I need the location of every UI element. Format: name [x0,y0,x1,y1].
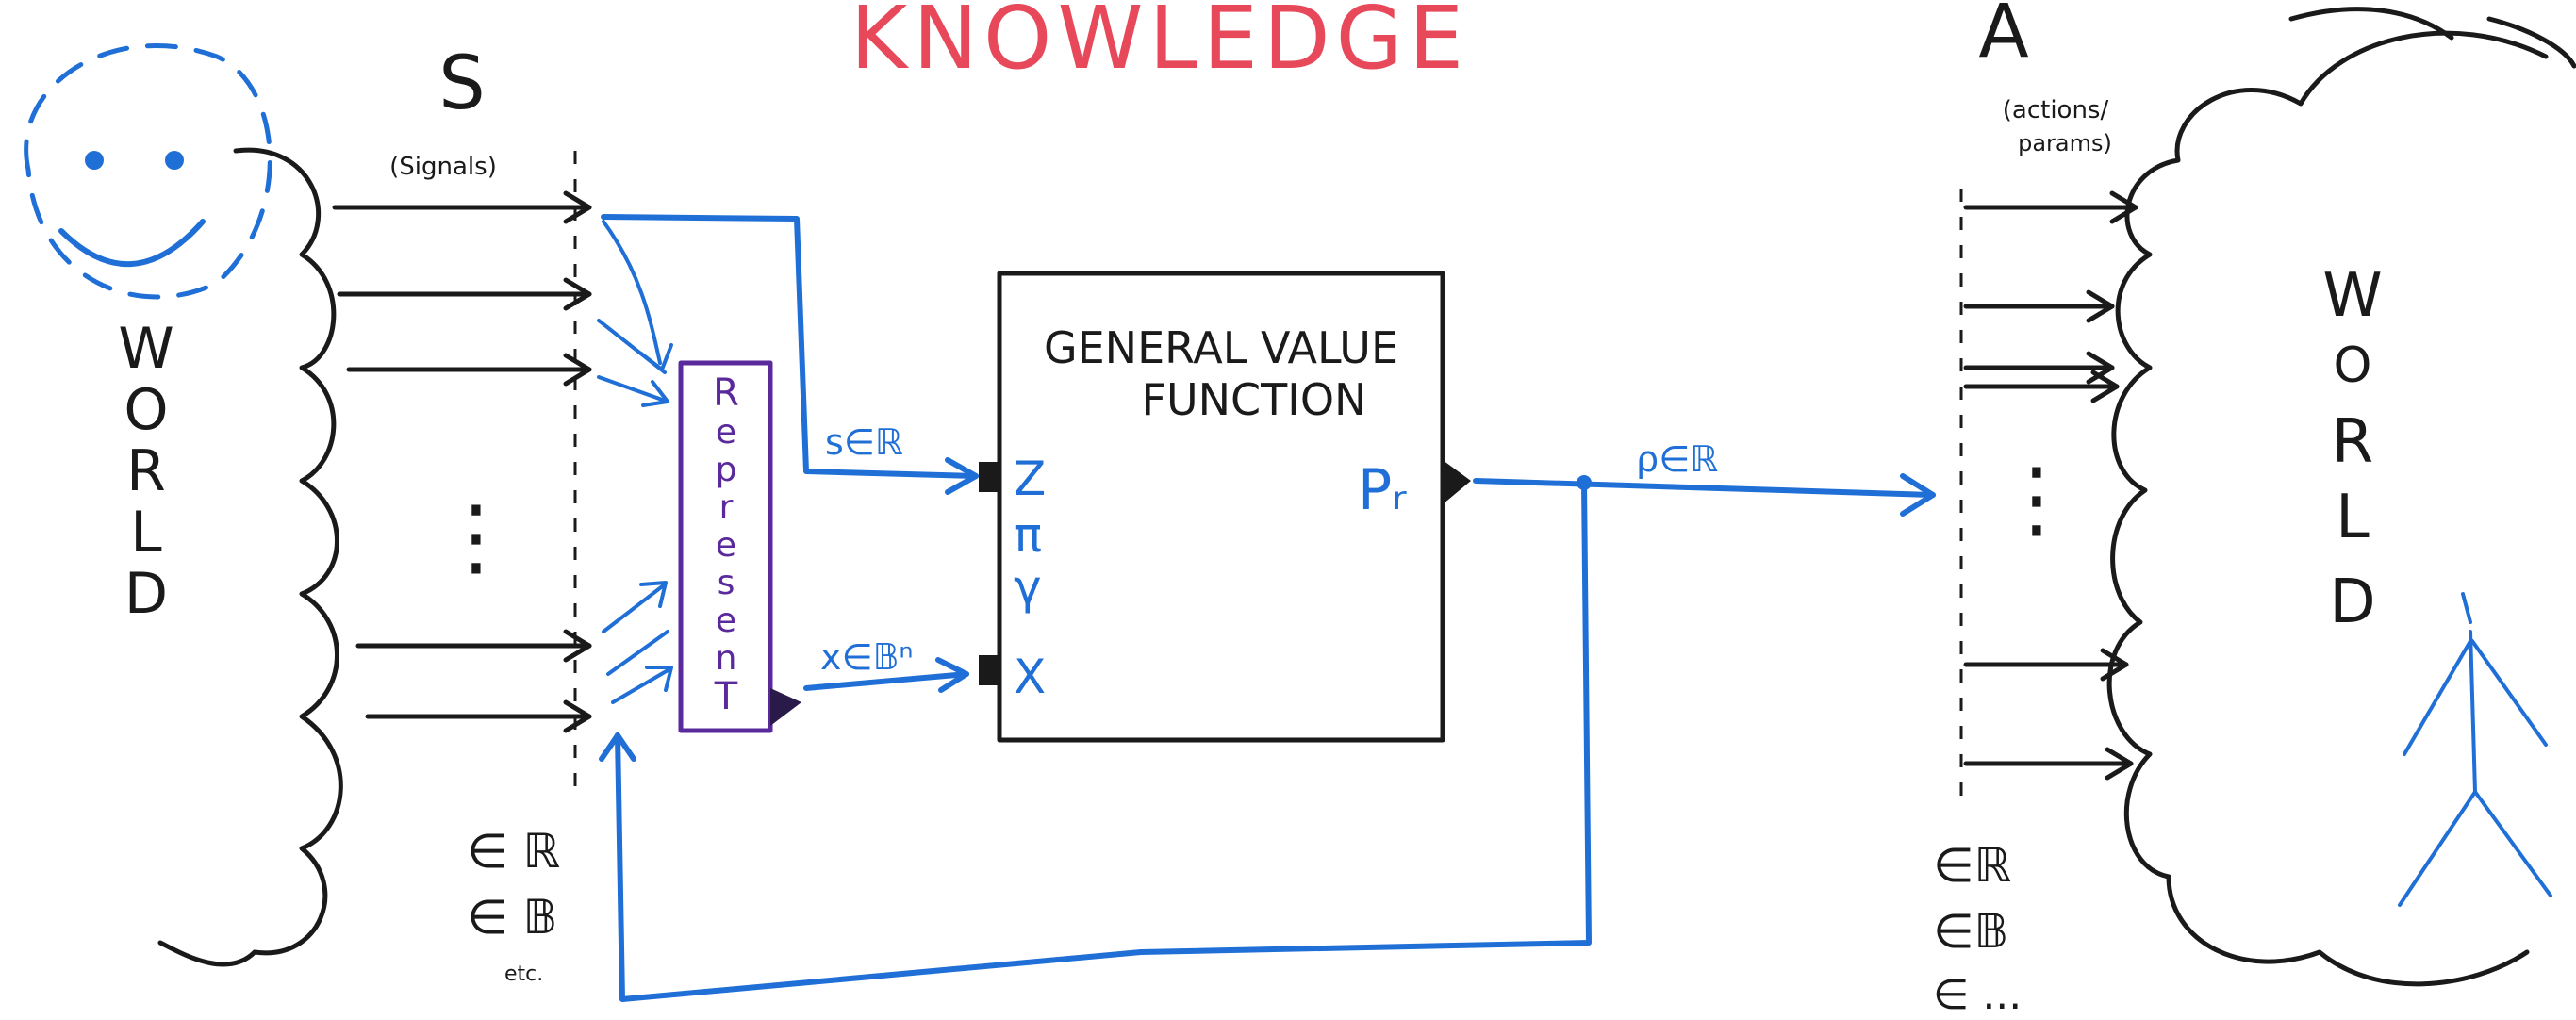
svg-text:L: L [130,500,162,566]
right-type-binary: ∈𝔹 [1933,904,2008,959]
right-type-more: ∈ ... [1933,971,2022,1019]
gvf-input-gamma: γ [1014,560,1042,615]
svg-text:r: r [719,488,734,527]
svg-text:O: O [2334,337,2372,394]
left-type-binary: ∈ 𝔹 [467,890,557,945]
svg-text:e: e [716,526,736,565]
gvf-input-pi: π [1014,508,1042,563]
svg-text:W: W [118,316,173,382]
represent-box: R e p r e s e n T [678,360,801,733]
left-type-real: ∈ ℝ [467,824,560,879]
x-path [803,671,969,691]
left-ellipsis: ⋮ [434,487,519,586]
svg-text:e: e [716,601,736,640]
title-knowledge: KNOWLEDGE [850,0,1469,89]
gvf-output-p: Pᵣ [1358,457,1407,523]
svg-text:T: T [714,675,738,718]
svg-text:D: D [2329,568,2375,637]
right-world-cloud [2106,30,2549,987]
gvf-input-x: X [1014,650,1046,704]
output-path [1473,478,1936,498]
x-label: x∈𝔹ⁿ [820,636,914,678]
svg-text:R: R [2332,407,2373,477]
gvf-title-line2: FUNCTION [1142,374,1367,425]
action-arrows [1963,190,2138,781]
s-label: s∈ℝ [825,421,903,463]
actions-letter: A [1978,0,2028,74]
svg-text:R: R [713,371,739,415]
signals-letter: S [438,41,486,126]
actions-caption-line1: (actions/ [2003,96,2109,124]
represent-input-arrows [597,220,673,704]
actions-caption-line2: params) [2018,130,2112,156]
stick-figure-icon [2398,592,2552,907]
left-world-label: W O R L D [118,316,173,627]
gvf-box: GENERAL VALUE FUNCTION Z π γ X Pᵣ [979,271,1471,743]
left-world-cloud [157,147,343,967]
gvf-input-z: Z [1014,452,1046,506]
svg-text:p: p [716,451,737,489]
svg-text:D: D [124,561,168,627]
right-type-real: ∈ℝ [1933,838,2011,893]
signals-caption: (Signals) [389,153,497,181]
left-type-etc: etc. [504,962,543,986]
smiley-icon [24,43,272,300]
svg-text:R: R [126,438,166,504]
s-path [601,214,979,479]
svg-text:e: e [716,413,736,452]
gvf-title-line1: GENERAL VALUE [1044,322,1398,373]
feedback-loop [615,480,1592,1002]
svg-text:O: O [124,377,168,443]
svg-text:W: W [2322,261,2382,331]
signal-arrows [332,190,592,733]
svg-text:L: L [2336,483,2370,552]
output-label: ρ∈ℝ [1636,438,1718,480]
right-ellipsis: ⋮ [1994,450,2079,549]
right-world-label: W O R L D [2322,261,2382,637]
svg-text:s: s [718,564,735,602]
svg-text:n: n [716,639,737,678]
